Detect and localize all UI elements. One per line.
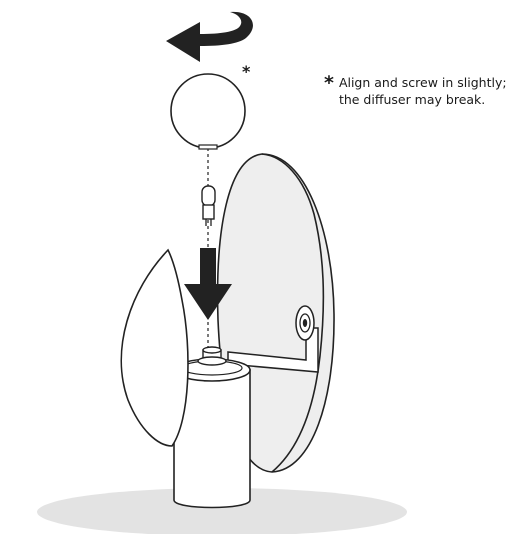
assembly-note: * Align and screw in slightly; the diffu… xyxy=(324,74,524,108)
bulb-icon xyxy=(201,185,216,226)
mounting-bracket xyxy=(227,305,319,373)
diffuser-footnote-marker: * xyxy=(242,62,251,81)
note-text: Align and screw in slightly; the diffuse… xyxy=(338,75,507,107)
floor-shadow xyxy=(37,488,407,534)
bulb-socket xyxy=(197,346,227,366)
diffuser-globe xyxy=(170,73,246,150)
front-shade-leaf xyxy=(120,248,189,447)
rotate-counterclockwise-arrow-icon xyxy=(166,11,253,63)
down-arrow-icon xyxy=(184,248,232,320)
note-marker: * xyxy=(324,72,334,94)
